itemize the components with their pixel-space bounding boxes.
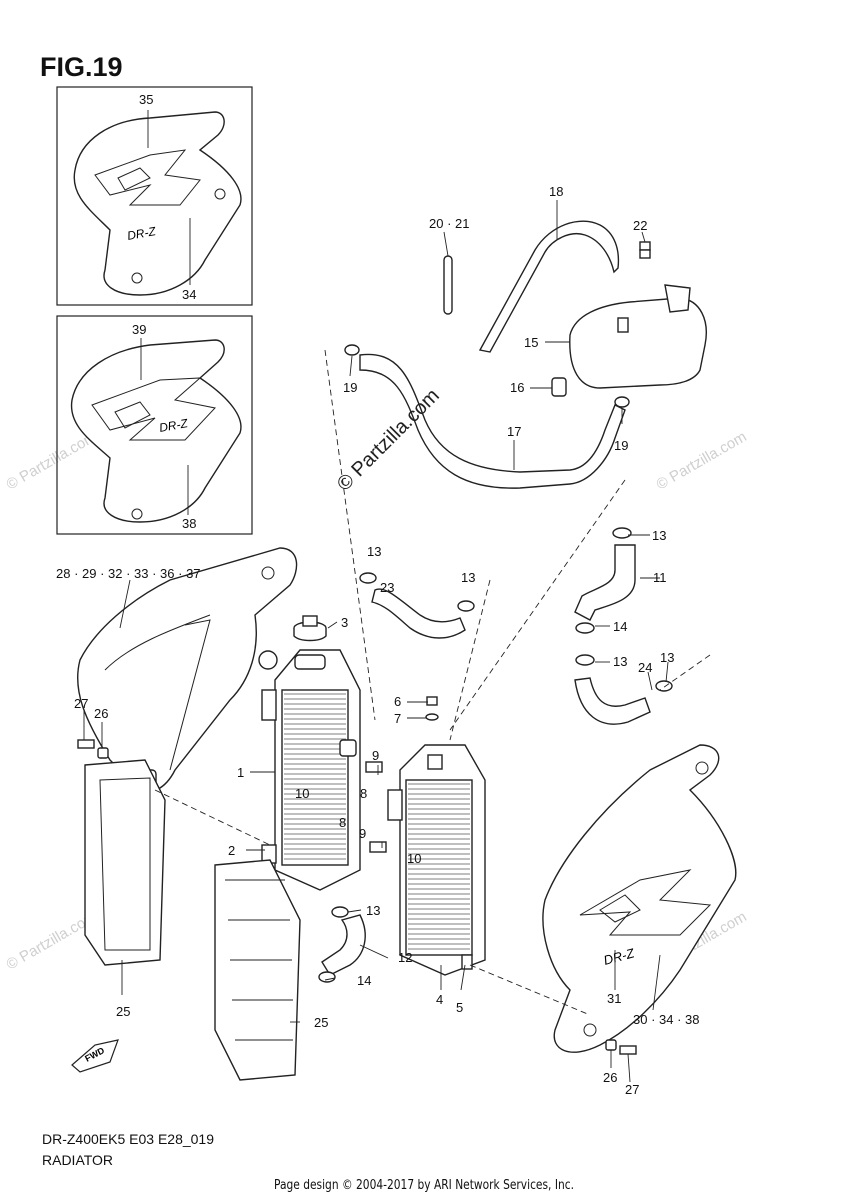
section-name: RADIATOR: [42, 1152, 114, 1168]
callout-18: 18: [549, 184, 563, 199]
shroud-decal-39: DR-Z: [70, 339, 242, 523]
figure-title: FIG.19: [40, 52, 123, 82]
hose-23: [371, 588, 466, 639]
svg-text:DR-Z: DR-Z: [158, 416, 189, 435]
callout-35: 35: [139, 92, 153, 107]
callout-27-a: 27: [74, 696, 88, 711]
callout-25-b: 25: [314, 1015, 328, 1030]
louver-left: [84, 759, 166, 966]
page-credit: Page design © 2004-2017 by ARI Network S…: [274, 1178, 574, 1193]
callout-9-b: 9: [359, 826, 366, 841]
left-radiator: [261, 649, 361, 891]
callout-23: 23: [380, 580, 394, 595]
callout-17: 17: [507, 424, 521, 439]
callout-6: 6: [394, 694, 401, 709]
shroud-decal-35: DR-Z: [73, 111, 242, 296]
left-shroud: [76, 547, 298, 793]
callout-39: 39: [132, 322, 146, 337]
callout-2: 2: [228, 843, 235, 858]
callout-30-38: 30 · 34 · 38: [633, 1012, 700, 1027]
callout-34: 34: [182, 287, 196, 302]
callout-7: 7: [394, 711, 401, 726]
hose-18: [478, 220, 620, 353]
callout-11: 11: [653, 570, 667, 585]
callout-4: 4: [436, 992, 443, 1007]
hose-17: [359, 353, 626, 489]
inset-box-top: [56, 86, 253, 306]
fwd-arrow-icon: FWD: [71, 1039, 119, 1073]
svg-text:DR-Z: DR-Z: [126, 224, 157, 243]
callout-14-b: 14: [357, 973, 371, 988]
callout-19-left: 19: [343, 380, 357, 395]
reservoir-tank: [569, 284, 707, 389]
callout-15: 15: [524, 335, 538, 350]
callout-22: 22: [633, 218, 647, 233]
watermark-right-top: © Partzilla.com: [654, 428, 750, 493]
callout-20-21: 20 · 21: [429, 216, 469, 231]
hose-11: [574, 544, 636, 621]
right-radiator: [387, 744, 486, 976]
callout-10-b: 10: [407, 851, 421, 866]
callout-27-b: 27: [625, 1082, 639, 1097]
callout-13-a: 13: [652, 528, 666, 543]
hose-clamps: [318, 344, 673, 983]
callout-26-a: 26: [94, 706, 108, 721]
callout-5: 5: [456, 1000, 463, 1015]
hose-12: [321, 914, 366, 976]
right-shroud: DR-Z: [542, 744, 737, 1053]
hose-24: [574, 677, 651, 725]
radiator-cap: [293, 615, 327, 642]
callout-8-a: 8: [339, 815, 346, 830]
callout-labels: 35 34 39 38 28 · 29 · 32 · 33 · 36 · 37 …: [56, 92, 700, 1097]
guide-lines: [154, 349, 711, 1016]
callout-13-d: 13: [613, 654, 627, 669]
callout-1: 1: [237, 765, 244, 780]
callout-13-f: 13: [366, 903, 380, 918]
watermark-left-top: © Partzilla.com: [4, 428, 100, 493]
leader-lines: [83, 110, 669, 1083]
louver-center: [214, 859, 301, 1081]
fasteners: [77, 241, 651, 1055]
callout-13-e: 13: [660, 650, 674, 665]
callout-24: 24: [638, 660, 652, 675]
callout-19-right: 19: [614, 438, 628, 453]
callout-10-a: 10: [295, 786, 309, 801]
callout-12: 12: [398, 950, 412, 965]
callout-13-b: 13: [367, 544, 381, 559]
callout-28-37: 28 · 29 · 32 · 33 · 36 · 37: [56, 566, 201, 581]
inset-box-bottom: [56, 315, 253, 535]
callout-31: 31: [607, 991, 621, 1006]
callout-38: 38: [182, 516, 196, 531]
callout-16: 16: [510, 380, 524, 395]
callout-9-a: 9: [372, 748, 379, 763]
callout-26-b: 26: [603, 1070, 617, 1085]
callout-3: 3: [341, 615, 348, 630]
model-code: DR-Z400EK5 E03 E28_019: [42, 1131, 214, 1147]
callout-25-a: 25: [116, 1004, 130, 1019]
callout-8-b: 8: [360, 786, 367, 801]
callout-13-c: 13: [461, 570, 475, 585]
callout-14-a: 14: [613, 619, 627, 634]
